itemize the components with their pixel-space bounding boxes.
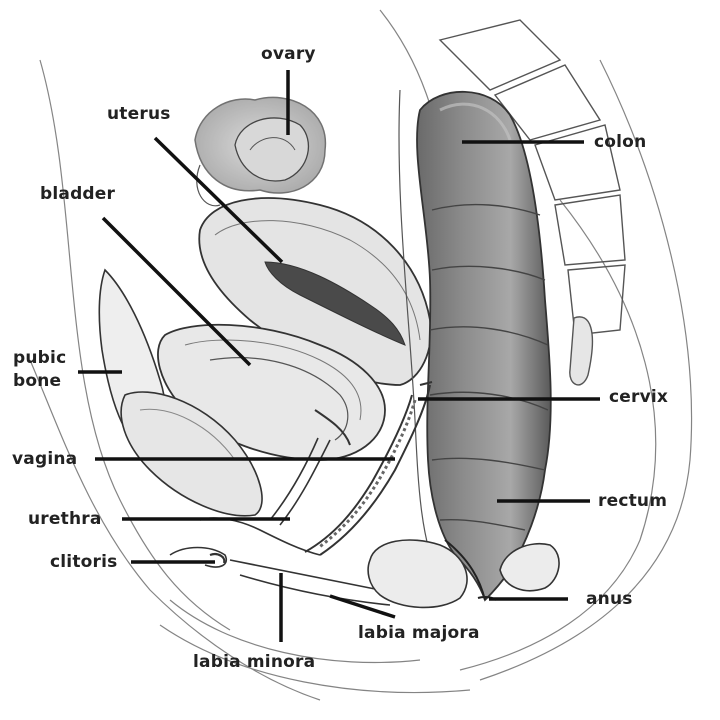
label-labia-majora: labia majora	[358, 622, 480, 644]
label-ovary: ovary	[261, 43, 316, 65]
label-colon: colon	[594, 131, 646, 153]
label-vagina: vagina	[12, 448, 77, 470]
label-rectum: rectum	[598, 490, 667, 512]
label-pubic-bone-line2: bone	[13, 370, 66, 393]
label-labia-minora: labia minora	[193, 651, 315, 673]
ovary-shape	[195, 97, 325, 205]
label-urethra: urethra	[28, 508, 102, 530]
label-clitoris: clitoris	[50, 551, 117, 573]
label-cervix: cervix	[609, 386, 668, 408]
label-anus: anus	[586, 588, 633, 610]
label-bladder: bladder	[40, 183, 115, 205]
label-uterus: uterus	[107, 103, 171, 125]
label-pubic-bone: pubic bone	[13, 347, 66, 393]
label-pubic-bone-line1: pubic	[13, 347, 66, 370]
